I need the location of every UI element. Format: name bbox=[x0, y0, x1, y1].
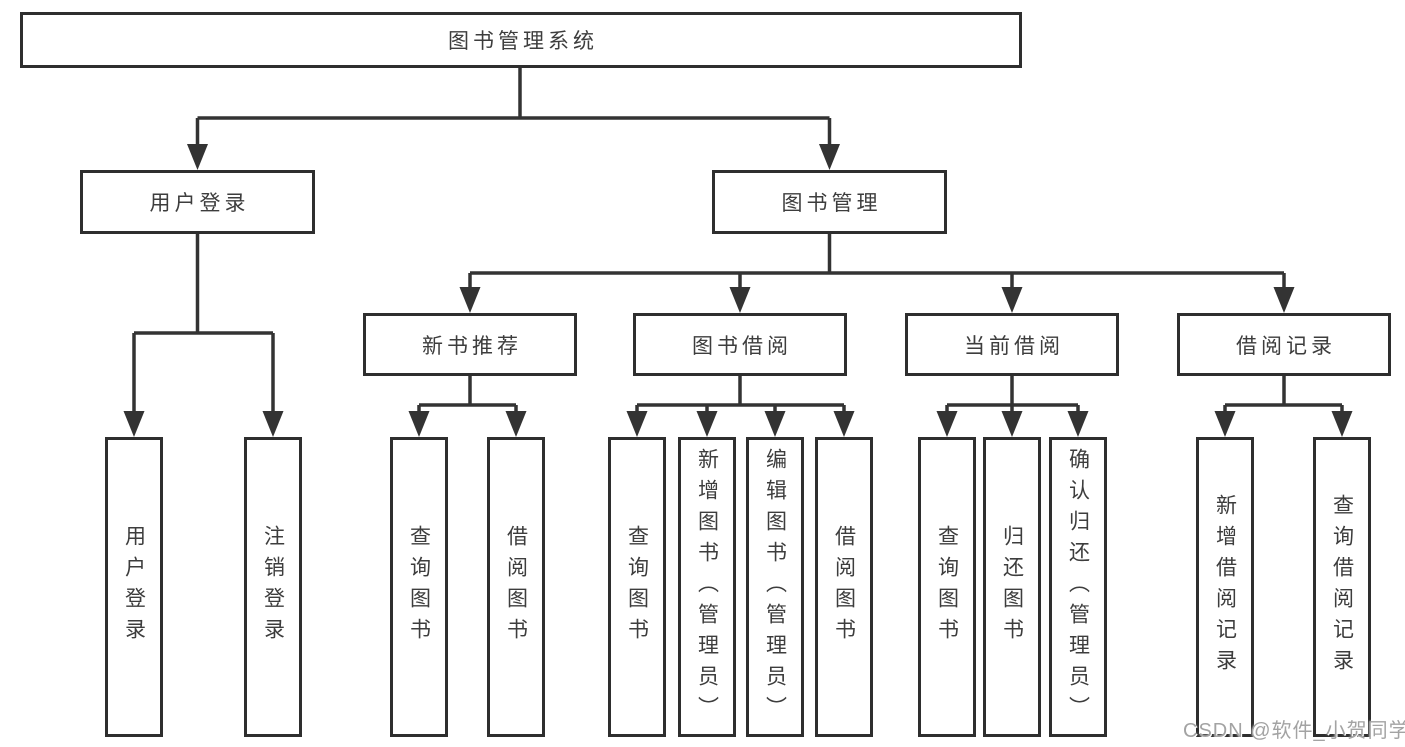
leaf-borrow-books-recommend: 借阅图书 bbox=[487, 437, 545, 737]
node-label: 当前借阅 bbox=[964, 334, 1064, 358]
node-new-book-recommendation: 新书推荐 bbox=[363, 313, 577, 376]
node-book-borrowing: 图书借阅 bbox=[633, 313, 847, 376]
node-label: 注销登录 bbox=[261, 525, 285, 649]
leaf-edit-books-admin: 编辑图书（管理员） bbox=[746, 437, 804, 737]
node-label: 查询图书 bbox=[935, 525, 959, 649]
node-label: 查询图书 bbox=[407, 525, 431, 649]
leaf-query-books-recommend: 查询图书 bbox=[390, 437, 448, 737]
node-label: 归还图书 bbox=[1000, 525, 1024, 649]
node-label: 用户登录 bbox=[149, 192, 250, 215]
leaf-add-borrow-record: 新增借阅记录 bbox=[1196, 437, 1254, 737]
leaf-confirm-return-admin: 确认归还（管理员） bbox=[1049, 437, 1107, 737]
node-user-login: 用户登录 bbox=[80, 170, 315, 234]
leaf-add-books-admin: 新增图书（管理员） bbox=[678, 437, 736, 737]
leaf-borrow-books-borrowing: 借阅图书 bbox=[815, 437, 873, 737]
leaf-query-books-borrowing: 查询图书 bbox=[608, 437, 666, 737]
leaf-logout: 注销登录 bbox=[244, 437, 302, 737]
leaf-user-login: 用户登录 bbox=[105, 437, 163, 737]
node-label: 新增图书（管理员） bbox=[695, 447, 719, 727]
node-current-borrowing: 当前借阅 bbox=[905, 313, 1119, 376]
node-label: 借阅图书 bbox=[832, 525, 856, 649]
node-label: 图书管理系统 bbox=[448, 30, 598, 53]
leaf-return-books: 归还图书 bbox=[983, 437, 1041, 737]
node-label: 借阅图书 bbox=[504, 525, 528, 649]
node-label: 查询借阅记录 bbox=[1330, 494, 1354, 680]
node-label: 编辑图书（管理员） bbox=[763, 447, 787, 727]
node-borrowing-records: 借阅记录 bbox=[1177, 313, 1391, 376]
csdn-watermark: CSDN @软件_小贺同学 bbox=[1183, 720, 1405, 742]
node-label: 图书管理 bbox=[781, 192, 882, 215]
node-label: 确认归还（管理员） bbox=[1066, 447, 1090, 727]
leaf-query-books-current: 查询图书 bbox=[918, 437, 976, 737]
leaf-query-borrow-record: 查询借阅记录 bbox=[1313, 437, 1371, 737]
node-label: 图书借阅 bbox=[692, 334, 792, 358]
node-library-system: 图书管理系统 bbox=[20, 12, 1022, 68]
node-label: 用户登录 bbox=[122, 525, 146, 649]
node-label: 查询图书 bbox=[625, 525, 649, 649]
node-book-management: 图书管理 bbox=[712, 170, 947, 234]
node-label: 新书推荐 bbox=[422, 334, 522, 358]
node-label: 借阅记录 bbox=[1236, 334, 1336, 358]
node-label: 新增借阅记录 bbox=[1213, 494, 1237, 680]
